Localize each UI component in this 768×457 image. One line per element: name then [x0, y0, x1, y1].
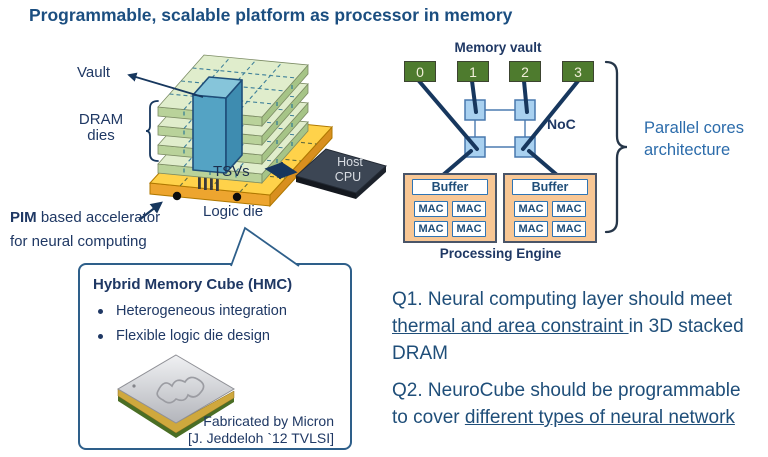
- q1-underlined: thermal and area constraint: [392, 316, 629, 337]
- question-2: Q2. NeuroCube should be programmable to …: [392, 377, 741, 431]
- memory-vault-1: 1: [457, 61, 489, 82]
- mac-unit: MAC: [514, 221, 548, 237]
- mac-unit: MAC: [514, 201, 548, 217]
- parallel-cores-label: Parallel cores architecture: [644, 117, 744, 161]
- memory-vault-3: 3: [562, 61, 594, 82]
- bullet-icon: [98, 333, 103, 339]
- chip-caption: Fabricated by Micron [J. Jeddeloh `12 TV…: [164, 413, 334, 447]
- mac-unit: MAC: [452, 221, 486, 237]
- q2-line2-prefix: to cover: [392, 407, 465, 428]
- bullet-icon: [98, 308, 103, 314]
- buffer: Buffer: [512, 179, 588, 195]
- logic-die-label: Logic die: [203, 203, 264, 220]
- noc-router: [464, 136, 486, 158]
- parallel-cores-line1: Parallel cores: [644, 119, 744, 137]
- mac-unit: MAC: [552, 201, 586, 217]
- vault-number: 0: [416, 63, 424, 80]
- dram-die: [157, 73, 309, 147]
- micron-chip-image: [117, 354, 235, 438]
- buffer: Buffer: [412, 179, 488, 195]
- pim-line2: for neural computing: [10, 233, 147, 250]
- micron-logo: [156, 376, 205, 404]
- vault-arrow: [127, 72, 204, 98]
- memory-vault-2: 2: [509, 61, 541, 82]
- question-1: Q1. Neural computing layer should meet t…: [392, 286, 744, 367]
- vault-number: 2: [521, 63, 529, 80]
- parallel-cores-line2: architecture: [644, 141, 731, 159]
- q1-line3: DRAM: [392, 343, 448, 364]
- noc-router: [464, 99, 486, 121]
- dram-dies-label: DRAM dies: [70, 112, 132, 144]
- solder-ball: [232, 192, 242, 202]
- hmc-bullet-1: Heterogeneous integration: [98, 303, 287, 319]
- processing-engine-right: Buffer MAC MAC MAC MAC: [503, 173, 597, 243]
- noc-label: NoC: [547, 116, 576, 132]
- q2-underlined: different types of neural network: [464, 407, 735, 428]
- pim-accelerator-label: PIM based accelerator for neural computi…: [10, 206, 160, 254]
- dram-dies-line2: dies: [87, 127, 115, 144]
- logic-die-grid: [165, 117, 317, 193]
- callout-pointer-outline: [230, 226, 300, 267]
- mac-unit: MAC: [552, 221, 586, 237]
- pim-bold: PIM: [10, 209, 37, 226]
- processing-engine-left: Buffer MAC MAC MAC MAC: [403, 173, 497, 243]
- hmc-bullet-2: Flexible logic die design: [98, 328, 270, 344]
- dram-die: [157, 92, 309, 166]
- noc-router: [514, 99, 536, 121]
- processing-engine-label: Processing Engine: [439, 246, 562, 261]
- caption-line2: [J. Jeddeloh `12 TVLSI]: [187, 430, 334, 446]
- noc-mesh-lines: [474, 109, 526, 148]
- callout-pointer-fill: [231, 228, 299, 266]
- dram-dies-line1: DRAM: [78, 111, 124, 128]
- hmc-bullet-1-text: Heterogeneous integration: [116, 303, 287, 319]
- hmc-callout-box: Hybrid Memory Cube (HMC) Heterogeneous i…: [78, 263, 352, 450]
- slide-title: Programmable, scalable platform as proce…: [29, 5, 513, 25]
- q2-line1: Q2. NeuroCube should be programmable: [392, 380, 741, 401]
- host-cpu-label-line2: CPU: [335, 170, 361, 184]
- dram-dies-brace: [145, 100, 159, 162]
- vault-column: [192, 76, 243, 174]
- memory-vault-0: 0: [404, 61, 436, 82]
- q1-line2-rest: in 3D stacked: [628, 316, 744, 337]
- mac-unit: MAC: [414, 201, 448, 217]
- tsvs-label: TSVs: [213, 163, 250, 180]
- host-cpu-chip: Host CPU: [294, 148, 388, 199]
- q1-line1: Q1. Neural computing layer should meet: [392, 289, 733, 310]
- hmc-box-title: Hybrid Memory Cube (HMC): [93, 276, 293, 293]
- mac-unit: MAC: [452, 201, 486, 217]
- host-link-arrow: [264, 161, 298, 180]
- dram-die: [157, 54, 309, 128]
- memory-vault-label: Memory vault: [454, 40, 542, 55]
- vault-label: Vault: [77, 64, 111, 81]
- logic-die: [148, 114, 334, 208]
- parallel-cores-brace: [604, 60, 628, 234]
- noc-router: [514, 136, 536, 158]
- pim-rest: based accelerator: [36, 209, 161, 226]
- caption-line1: Fabricated by Micron: [203, 413, 334, 429]
- solder-ball: [172, 191, 182, 201]
- mac-unit: MAC: [414, 221, 448, 237]
- hmc-bullet-2-text: Flexible logic die design: [116, 328, 270, 344]
- vault-number: 3: [574, 63, 582, 80]
- host-cpu-label-line1: Host: [337, 155, 363, 169]
- vault-number: 1: [469, 63, 477, 80]
- noc-routers: [464, 99, 536, 158]
